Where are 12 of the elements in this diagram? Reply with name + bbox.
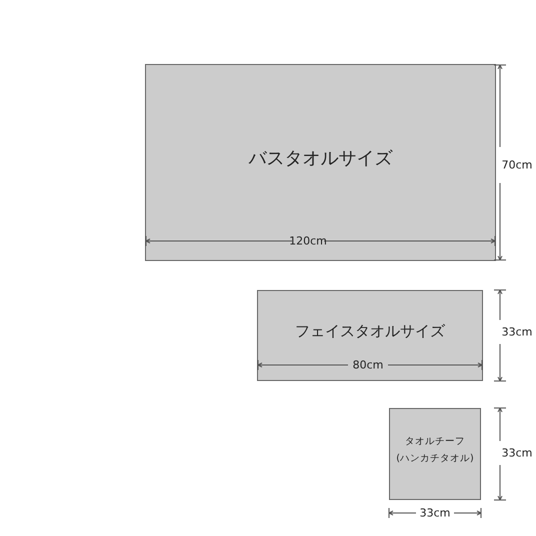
size-label: フェイスタオルサイズ [294,320,446,342]
size-label: バスタオルサイズ [248,147,394,171]
towel-box [389,408,481,500]
dimension-label: 70cm [502,160,532,170]
size-label: タオルチーフ(ハンカチタオル) [395,435,475,466]
dimension-label: 33cm [420,508,450,518]
towel-box [145,64,496,261]
towel-box [257,290,483,381]
dimension-label: 120cm [289,236,327,246]
dimension-label: 33cm [502,448,532,458]
dimension-label: 80cm [352,360,384,370]
dimension-label: 33cm [502,326,532,338]
